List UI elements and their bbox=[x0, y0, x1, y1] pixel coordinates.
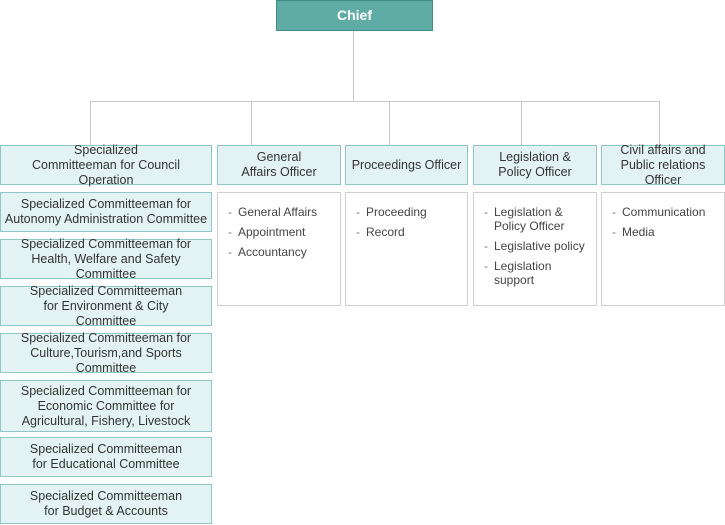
committee-health-welfare-safety: Specialized Committeeman for Health, Wel… bbox=[0, 237, 212, 281]
duty-item: Legislation support bbox=[484, 259, 590, 287]
chief-node: Chief bbox=[276, 0, 433, 31]
committee-budget-accounts: Specialized Committeeman for Budget & Ac… bbox=[0, 484, 212, 524]
connector-proceedings bbox=[389, 101, 390, 145]
duty-item: Proceeding bbox=[356, 205, 461, 219]
connector-general bbox=[251, 101, 252, 145]
committee-autonomy-administration: Specialized Committeeman for Autonomy Ad… bbox=[0, 192, 212, 232]
head-civil-public-relations: Civil affairs and Public relations Offic… bbox=[601, 143, 725, 187]
duty-item: Legislation & Policy Officer bbox=[484, 205, 590, 233]
head-general-affairs: General Affairs Officer bbox=[217, 145, 341, 185]
duty-item: Media bbox=[612, 225, 718, 239]
head-council-operation: Specialized Committeeman for Council Ope… bbox=[0, 143, 212, 187]
duty-item: General Affairs bbox=[228, 205, 334, 219]
duty-item: Record bbox=[356, 225, 461, 239]
duty-item: Accountancy bbox=[228, 245, 334, 259]
connector-horizontal bbox=[90, 101, 660, 102]
duties-legislation: Legislation & Policy Officer Legislative… bbox=[473, 192, 597, 306]
committee-culture-tourism-sports: Specialized Committeeman for Culture,Tou… bbox=[0, 331, 212, 375]
connector-chief-down bbox=[353, 31, 354, 102]
duty-item: Legislative policy bbox=[484, 239, 590, 253]
duty-item: Appointment bbox=[228, 225, 334, 239]
duties-general-affairs: General Affairs Appointment Accountancy bbox=[217, 192, 341, 306]
committee-environment-city: Specialized Committeeman for Environment… bbox=[0, 284, 212, 328]
duties-civil-affairs: Communication Media bbox=[601, 192, 725, 306]
connector-council bbox=[90, 101, 91, 145]
committee-economic: Specialized Committeeman for Economic Co… bbox=[0, 380, 212, 432]
head-legislation-policy: Legislation & Policy Officer bbox=[473, 145, 597, 185]
head-proceedings: Proceedings Officer bbox=[345, 145, 468, 185]
duties-proceedings: Proceeding Record bbox=[345, 192, 468, 306]
connector-legislation bbox=[521, 101, 522, 145]
committee-educational: Specialized Committeeman for Educational… bbox=[0, 437, 212, 477]
connector-civil bbox=[659, 101, 660, 145]
duty-item: Communication bbox=[612, 205, 718, 219]
